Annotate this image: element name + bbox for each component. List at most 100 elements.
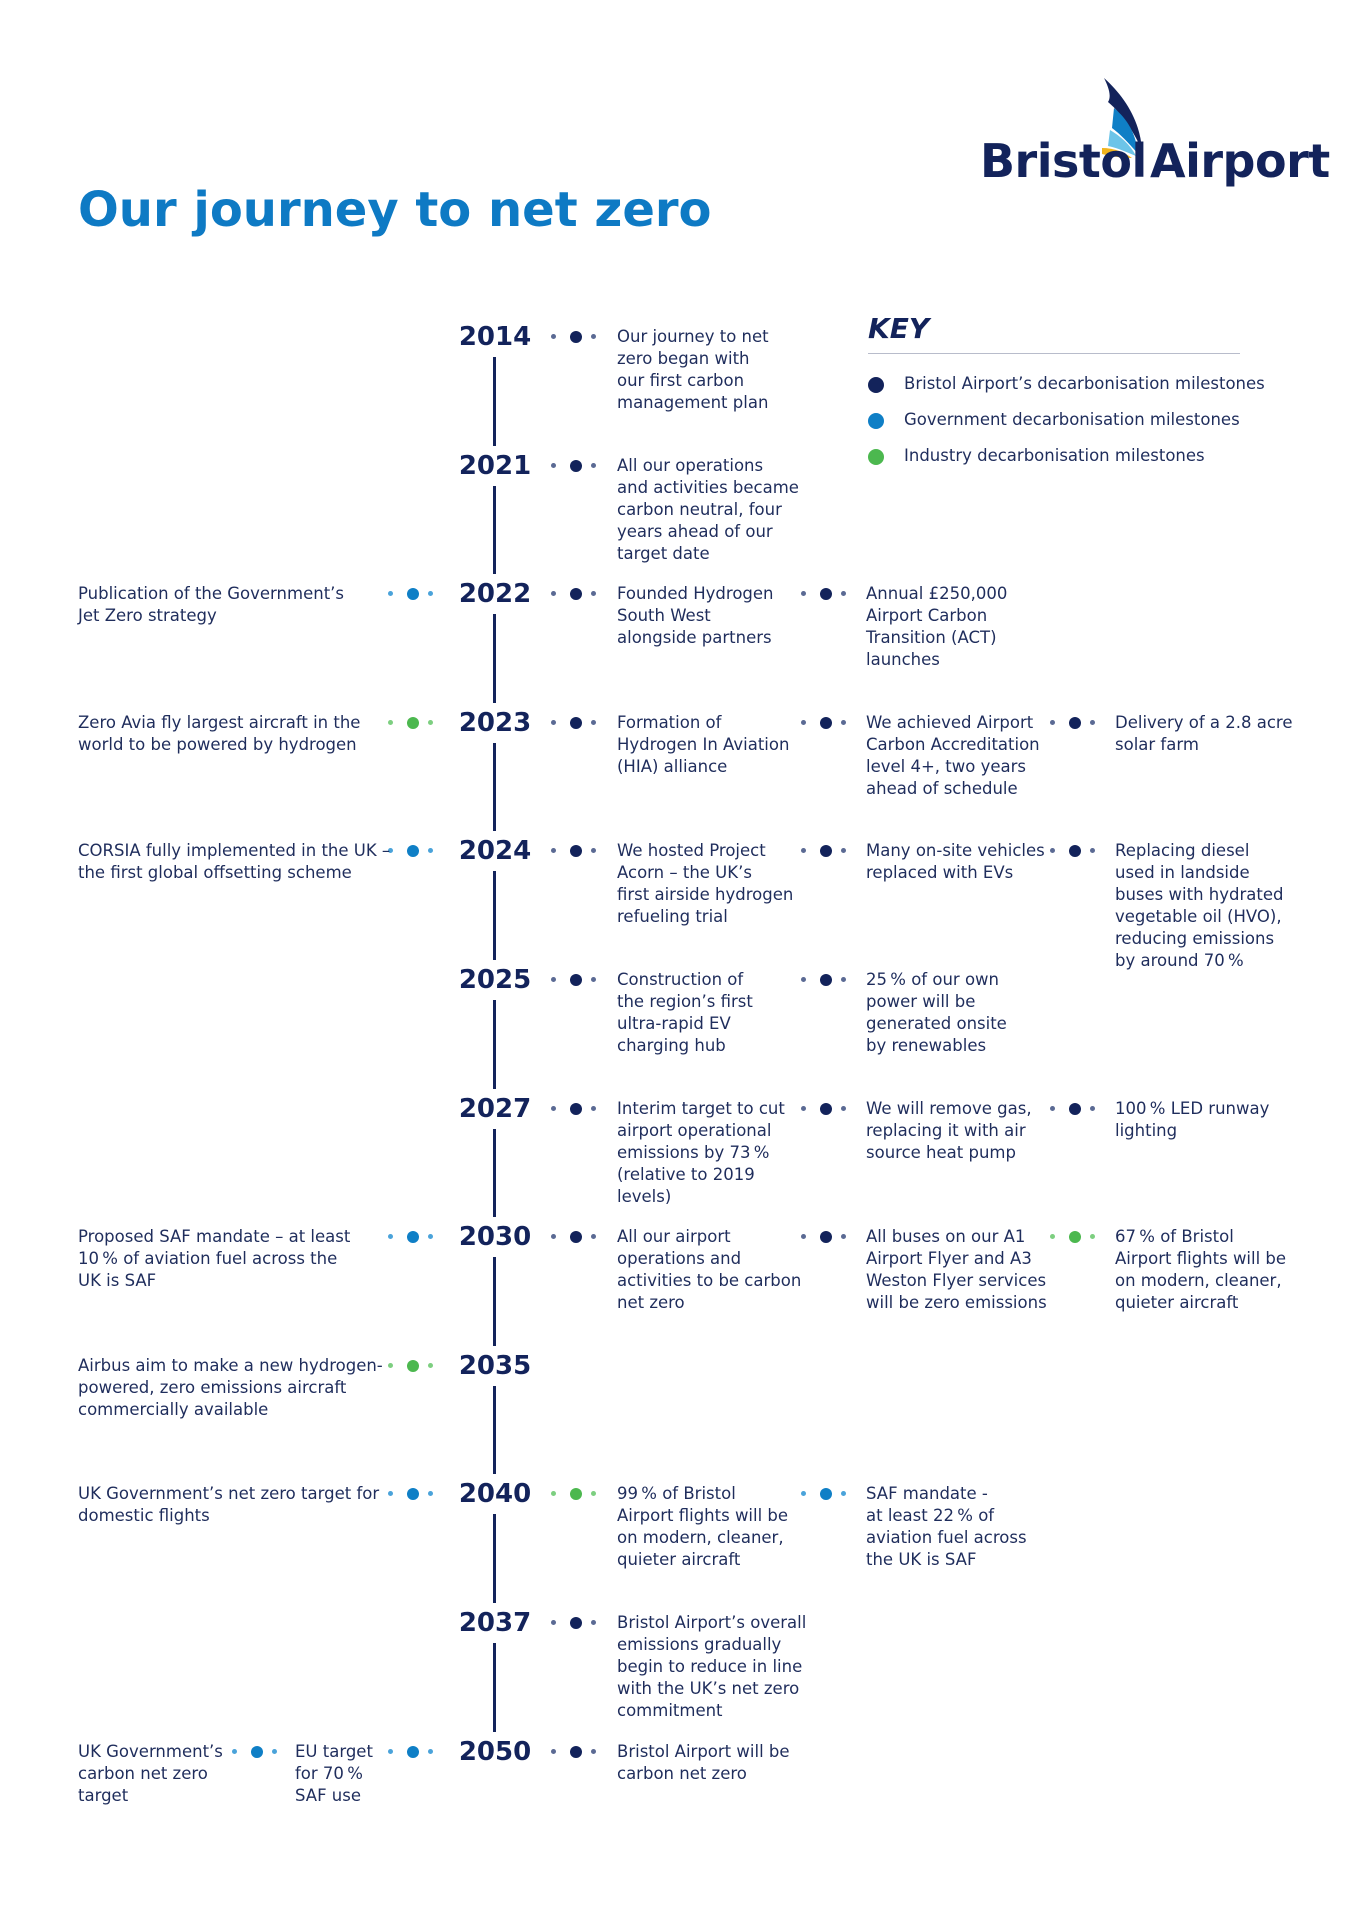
dot (591, 719, 596, 725)
year-label: 2035 (450, 1345, 540, 1386)
dot (570, 1617, 582, 1629)
milestone-text: SAF mandate - at least 22 % of aviation … (866, 1484, 1027, 1570)
milestone-text: 67 % of Bristol Airport flights will be … (1115, 1227, 1287, 1313)
industry-milestone-dots-icon (388, 715, 438, 731)
year-label: 2023 (450, 702, 540, 743)
dot (841, 1234, 846, 1240)
milestone-text: Founded Hydrogen South West alongside pa… (617, 584, 774, 648)
dot (801, 977, 806, 982)
year-label: 2050 (450, 1731, 540, 1772)
dot (407, 1231, 419, 1244)
dot (570, 1745, 582, 1758)
dot (841, 719, 846, 725)
dot (428, 1362, 433, 1368)
dot (801, 1105, 806, 1111)
dot (388, 1748, 393, 1754)
timeline-axis (493, 357, 496, 1737)
dot (570, 845, 582, 858)
dot (570, 974, 582, 986)
dot (551, 848, 556, 854)
dot (570, 716, 582, 729)
dot (841, 1491, 846, 1497)
dot (407, 845, 419, 858)
dot (428, 591, 433, 597)
navy-dot-icon (868, 377, 884, 393)
bristol-milestone-dots-icon (551, 843, 601, 859)
government-milestone-dots-icon (388, 1229, 438, 1245)
milestone-text: We achieved Airport Carbon Accreditation… (866, 712, 1040, 798)
bristol-milestone-dots-icon (551, 972, 601, 988)
bristol-milestone-dots-icon (801, 843, 851, 859)
dot (388, 1491, 393, 1497)
milestone-text: Many on-site vehicles replaced with EVs (866, 841, 1045, 883)
dot (801, 591, 806, 597)
milestone-text: All buses on our A1 Airport Flyer and A3… (866, 1227, 1047, 1313)
dot (388, 719, 393, 725)
government-milestone-dots-icon (801, 1486, 851, 1502)
bristol-milestone-dots-icon (551, 329, 601, 345)
dot (820, 716, 832, 729)
bristol-milestone-dots-icon (551, 1615, 601, 1631)
dot (551, 462, 556, 468)
bristol-milestone-dots-icon (551, 715, 601, 731)
dot (407, 716, 419, 729)
milestone-text: Formation of Hydrogen In Aviation (HIA) … (617, 712, 790, 776)
dot (551, 591, 556, 597)
milestone-text: Interim target to cut airport operationa… (617, 1098, 785, 1206)
dot (570, 331, 582, 343)
dot (1050, 848, 1055, 854)
dot (570, 1231, 582, 1244)
dot (428, 1491, 433, 1497)
bristol-milestone-dots-icon (1050, 715, 1100, 731)
dot (820, 588, 832, 601)
industry-milestone-dots-icon (551, 1486, 601, 1502)
dot (841, 977, 846, 982)
industry-milestone-dots-icon (388, 1358, 438, 1374)
dot (1069, 845, 1081, 858)
bristol-milestone-dots-icon (551, 586, 601, 602)
milestone-text: Bristol Airport’s overall emissions grad… (617, 1613, 807, 1720)
milestone-text: EU target for 70 % SAF use (295, 1741, 373, 1805)
key-item-label: Government decarbonisation milestones (904, 410, 1240, 429)
dot (272, 1748, 277, 1754)
dot (591, 1234, 596, 1240)
logo-word-bristol: Bristol (980, 134, 1147, 188)
bristol-milestone-dots-icon (801, 1101, 851, 1117)
milestone-text: 100 % LED runway lighting (1115, 1098, 1270, 1140)
dot (407, 1359, 419, 1372)
dot (591, 1105, 596, 1111)
dot (841, 1105, 846, 1111)
page-title: Our journey to net zero (78, 182, 712, 238)
government-milestone-dots-icon (388, 1486, 438, 1502)
dot (232, 1748, 237, 1754)
dot (407, 1488, 419, 1501)
milestone-text: Airbus aim to make a new hydrogen- power… (78, 1355, 383, 1419)
year-label: 2040 (450, 1474, 540, 1515)
dot (570, 459, 582, 472)
dot (820, 1231, 832, 1244)
bristol-milestone-dots-icon (1050, 843, 1100, 859)
dot (1090, 719, 1095, 725)
dot (551, 1748, 556, 1754)
key-item-label: Bristol Airport’s decarbonisation milest… (904, 374, 1265, 393)
dot (407, 1745, 419, 1758)
dot (570, 1488, 582, 1501)
dot (591, 848, 596, 854)
milestone-text: Proposed SAF mandate – at least 10 % of … (78, 1227, 351, 1291)
dot (801, 719, 806, 725)
dot (428, 719, 433, 725)
dot (591, 591, 596, 597)
milestone-text: UK Government’s carbon net zero target (78, 1741, 223, 1805)
dot (820, 1102, 832, 1115)
dot (1069, 716, 1081, 729)
dot (251, 1745, 263, 1758)
milestone-text: CORSIA fully implemented in the UK – the… (78, 841, 391, 883)
milestone-text: Construction of the region’s first ultra… (617, 970, 753, 1055)
dot (801, 848, 806, 854)
dot (551, 719, 556, 725)
key-divider (868, 353, 1240, 354)
dot (428, 848, 433, 854)
year-label: 2024 (450, 831, 540, 872)
blue-dot-icon (868, 413, 884, 429)
dot (801, 1491, 806, 1497)
